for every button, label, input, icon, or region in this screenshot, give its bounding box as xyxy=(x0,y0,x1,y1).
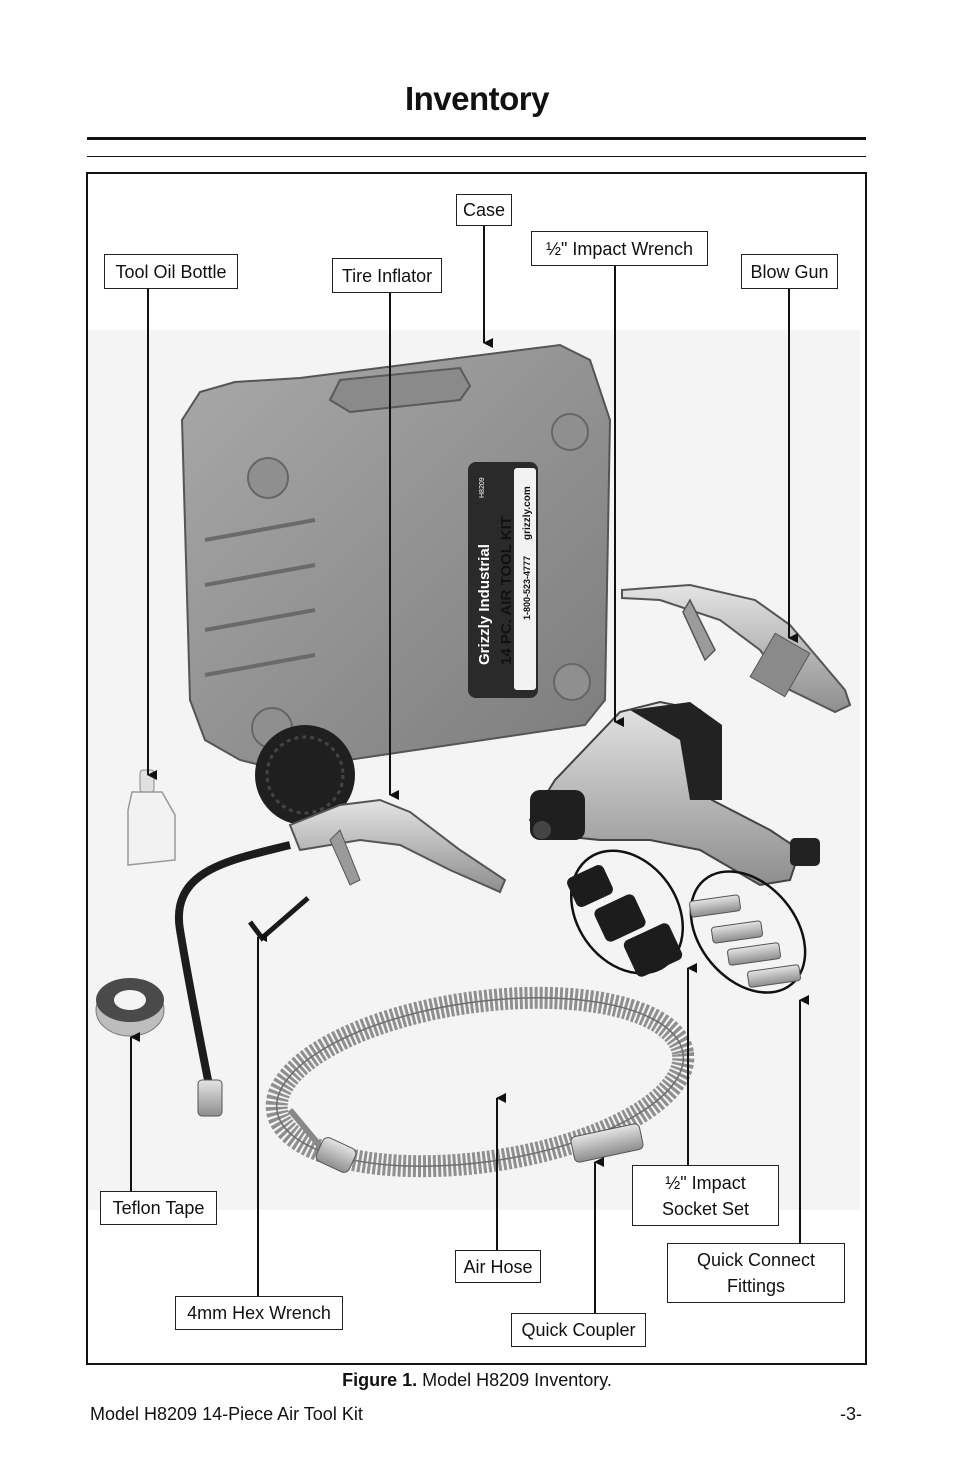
case-web-text: grizzly.com xyxy=(522,486,533,540)
callout-teflon-tape: Teflon Tape xyxy=(100,1191,217,1225)
air-hose-illustration xyxy=(265,986,695,1178)
callout-socket-set-line1: ½" Impact xyxy=(665,1172,746,1193)
case-phone-text: 1-800-523-4777 xyxy=(522,556,532,620)
teflon-tape-illustration xyxy=(95,978,165,1037)
figure-frame xyxy=(86,172,867,1365)
callout-quick-coupler: Quick Coupler xyxy=(511,1313,646,1347)
impact-wrench-illustration xyxy=(528,700,820,887)
heading-rule-thin xyxy=(87,156,866,157)
figure-caption-text: Model H8209 Inventory. xyxy=(417,1370,612,1390)
callout-quick-connect: Quick Connect Fittings xyxy=(667,1243,845,1303)
page-title: Inventory xyxy=(404,80,550,117)
quick-coupler-illustration xyxy=(570,1123,644,1163)
callout-hex-wrench: 4mm Hex Wrench xyxy=(175,1296,343,1330)
case-illustration xyxy=(180,343,612,772)
oil-bottle-illustration xyxy=(127,769,176,866)
footer-page-number: -3- xyxy=(840,1404,862,1424)
tire-inflator-illustration xyxy=(174,725,507,1117)
heading-rule-thick xyxy=(87,137,866,140)
quick-connect-outline xyxy=(689,870,807,994)
callout-air-hose: Air Hose xyxy=(455,1250,541,1283)
quick-connect-illustration xyxy=(689,894,801,988)
callout-tool-oil-bottle: Tool Oil Bottle xyxy=(104,254,238,289)
callout-blow-gun: Blow Gun xyxy=(741,254,838,289)
figure-caption-label: Figure 1. xyxy=(342,1370,418,1390)
case-product-text: 14 PC. AIR TOOL KIT xyxy=(498,516,515,665)
blow-gun-illustration xyxy=(621,583,852,714)
callout-quick-connect-line1: Quick Connect xyxy=(696,1250,816,1270)
callout-quick-connect-line2: Fittings xyxy=(726,1276,786,1296)
callout-socket-set-line2: Socket Set xyxy=(661,1198,750,1219)
figure-caption: Figure 1. Model H8209 Inventory. xyxy=(0,1370,954,1391)
callout-lines xyxy=(130,226,809,1313)
callout-socket-set: ½" Impact Socket Set xyxy=(632,1165,779,1226)
case-brand-text: Grizzly Industrial xyxy=(476,544,493,665)
callout-case: Case xyxy=(456,194,512,226)
callout-tire-inflator: Tire Inflator xyxy=(332,258,442,293)
callout-impact-wrench: ½" Impact Wrench xyxy=(531,231,708,266)
footer-model: Model H8209 14-Piece Air Tool Kit xyxy=(90,1404,363,1424)
case-model-text: H8209 xyxy=(479,477,486,498)
socket-set-illustration xyxy=(567,865,683,977)
